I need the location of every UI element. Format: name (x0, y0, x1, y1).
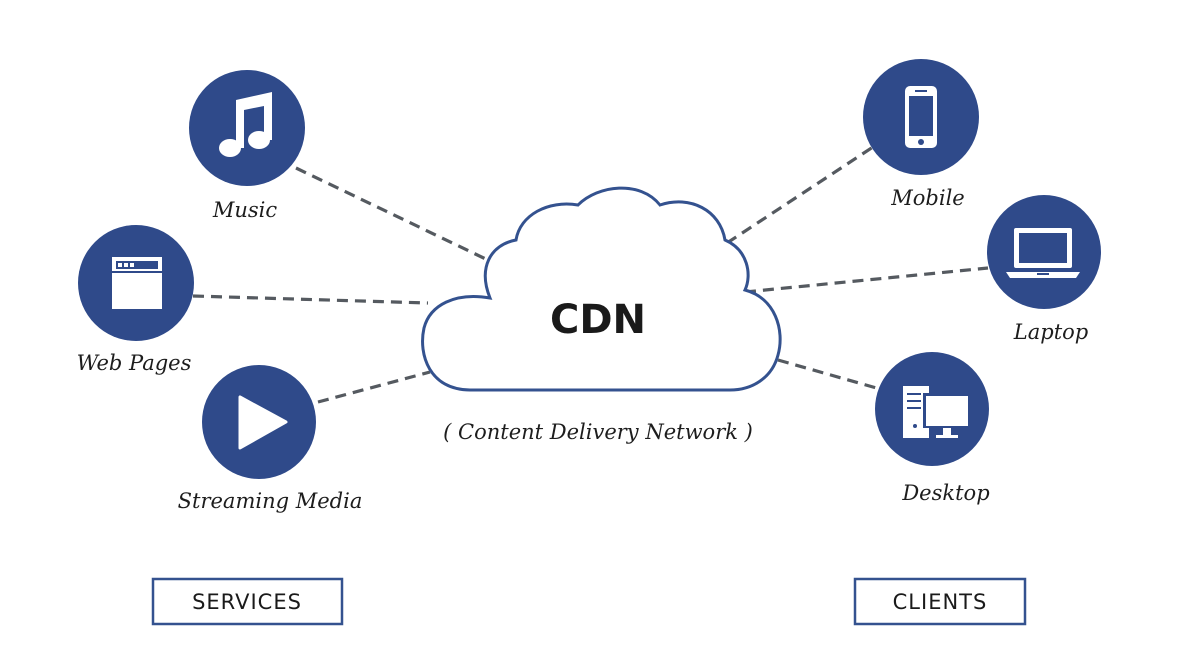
node-label-laptop: Laptop (1013, 320, 1088, 344)
edge-cdn-laptop (744, 266, 989, 294)
play-icon (238, 395, 288, 450)
services-group: Music Web Pages Streaming Media (77, 70, 363, 513)
music-note-icon (219, 92, 272, 157)
node-label-desktop: Desktop (901, 481, 989, 505)
edge-streaming-media-cdn (317, 370, 431, 404)
node-mobile[interactable]: Mobile (863, 59, 979, 210)
node-web-pages[interactable]: Web Pages (77, 225, 194, 375)
edge-web-pages-cdn (192, 294, 429, 305)
node-laptop[interactable]: Laptop (987, 195, 1101, 344)
node-music[interactable]: Music (189, 70, 305, 222)
cdn-title: CDN (550, 297, 646, 343)
clients-label: CLIENTS (893, 590, 988, 614)
node-streaming-media[interactable]: Streaming Media (178, 365, 363, 513)
cloud-shape (421, 186, 782, 392)
cdn-cloud: CDN ( Content Delivery Network ) (421, 186, 782, 444)
clients-group: Mobile Laptop (863, 59, 1101, 505)
node-label-music: Music (212, 198, 278, 222)
cdn-subtitle: ( Content Delivery Network ) (443, 420, 753, 444)
node-label-web-pages: Web Pages (77, 351, 192, 375)
edges (192, 145, 989, 404)
smartphone-icon (905, 86, 937, 148)
browser-window-icon (112, 257, 162, 309)
laptop-icon (1006, 228, 1080, 278)
clients-label-box: CLIENTS (853, 577, 1027, 626)
edge-cdn-mobile (726, 145, 874, 245)
edge-music-cdn (295, 166, 493, 264)
node-label-streaming-media: Streaming Media (178, 489, 363, 513)
edge-cdn-desktop (777, 358, 881, 391)
node-circle (189, 70, 305, 186)
services-label-box: SERVICES (151, 577, 344, 626)
node-desktop[interactable]: Desktop (875, 352, 990, 505)
desktop-computer-icon (903, 386, 970, 438)
services-label: SERVICES (192, 590, 302, 614)
node-label-mobile: Mobile (890, 186, 964, 210)
